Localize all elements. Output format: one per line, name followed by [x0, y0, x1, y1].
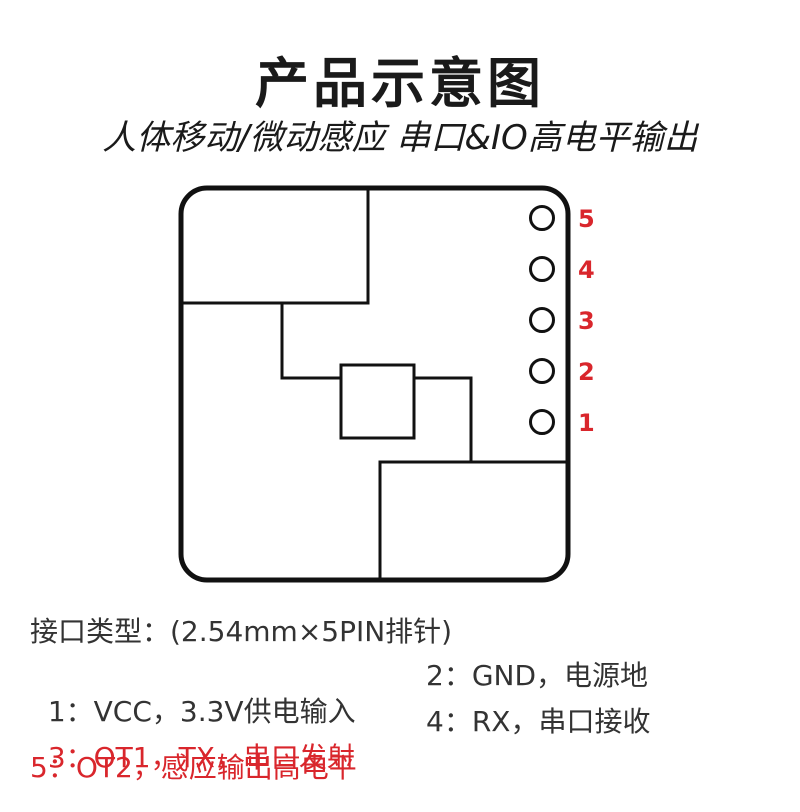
interface-type: 接口类型：(2.54mm×5PIN排针): [30, 615, 453, 648]
page-title: 产品示意图: [255, 52, 545, 115]
pin-desc-row-2: 3：OT1，TX，串口发射 4：RX，串口接收: [30, 704, 651, 812]
pin-hole-1: [529, 409, 555, 435]
pin2-desc: 2：GND，电源地: [426, 659, 649, 692]
pin-number-2: 2: [578, 358, 595, 386]
page-subtitle: 人体移动/微动感应 串口&IO高电平输出: [102, 118, 698, 158]
pin-hole-5: [529, 205, 555, 231]
sensor-chip: [339, 363, 416, 440]
pin-hole-3: [529, 307, 555, 333]
pin3-desc: 3：OT1，TX，串口发射: [47, 741, 355, 774]
top-left-block: [181, 188, 370, 305]
board-outline: [178, 185, 571, 583]
pin5-desc: 5：OT2，感应输出高电平: [30, 751, 357, 784]
pin-number-4: 4: [578, 256, 595, 284]
pin-number-1: 1: [578, 409, 595, 437]
pin-hole-4: [529, 256, 555, 282]
bottom-right-block: [378, 460, 568, 580]
pin-desc-row-1: 1：VCC，3.3V供电输入 2：GND，电源地: [30, 658, 648, 766]
pin4-desc: 4：RX，串口接收: [426, 705, 651, 738]
pin-hole-2: [529, 358, 555, 384]
trace-right: [414, 376, 473, 462]
pin1-desc: 1：VCC，3.3V供电输入: [47, 695, 356, 728]
pin-number-3: 3: [578, 307, 595, 335]
pin-number-5: 5: [578, 205, 595, 233]
trace-left: [280, 303, 341, 380]
